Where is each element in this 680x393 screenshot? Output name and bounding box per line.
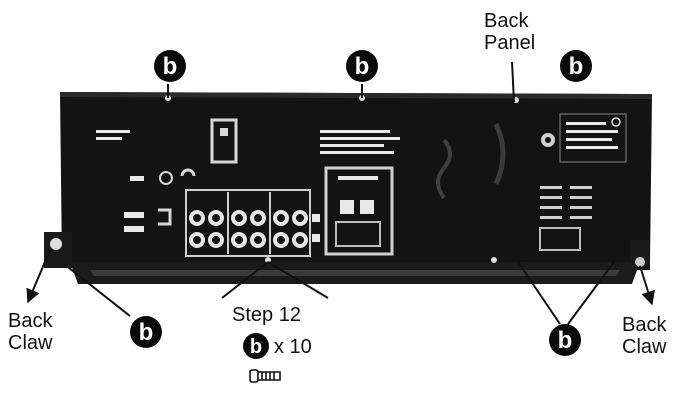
rating-label xyxy=(541,113,627,163)
arrow-right-claw xyxy=(639,265,655,306)
right-claw xyxy=(630,240,650,270)
pointer-bottom-left xyxy=(63,263,131,317)
pointer-step-right xyxy=(267,261,329,299)
svg-text:b: b xyxy=(139,319,154,346)
back-panel-label: Back Panel xyxy=(484,10,536,54)
svg-text:b: b xyxy=(163,53,178,80)
screw-b-marker-icon: b xyxy=(346,50,378,82)
pointer-bottom-right-a xyxy=(517,261,561,325)
left-claw xyxy=(44,232,72,268)
speaker-terminals xyxy=(324,166,394,256)
svg-text:b: b xyxy=(355,53,370,80)
svg-text:b: b xyxy=(569,53,584,80)
arrow-left-claw xyxy=(26,249,51,304)
back-claw-left-label: Back Claw xyxy=(8,310,53,354)
rca-jacks xyxy=(185,189,320,257)
screw-count-label: x 10 xyxy=(274,336,312,358)
right-claw-screw xyxy=(635,257,645,267)
svg-text:b: b xyxy=(558,327,573,354)
pointer-lines xyxy=(63,61,615,325)
screw-b-marker-icon: b xyxy=(243,333,269,359)
screw-b-marker-icon: b xyxy=(560,50,592,82)
pointer-step-left xyxy=(221,261,269,299)
left-claw-screw xyxy=(50,238,62,250)
screw-icon xyxy=(249,369,281,383)
step-label: Step 12 xyxy=(232,304,301,326)
screw-b-marker-icon: b xyxy=(130,316,162,348)
right-lower-marks xyxy=(540,186,592,219)
screw-b-marker-icon: b xyxy=(154,50,186,82)
screw-b-marker-icon: b xyxy=(549,324,581,356)
pointer-bottom-right-b xyxy=(567,261,615,325)
back-claw-right-label: Back Claw xyxy=(622,314,667,358)
panel-details xyxy=(96,95,627,263)
pointer-back-panel xyxy=(511,61,515,103)
svg-text:b: b xyxy=(250,336,262,358)
